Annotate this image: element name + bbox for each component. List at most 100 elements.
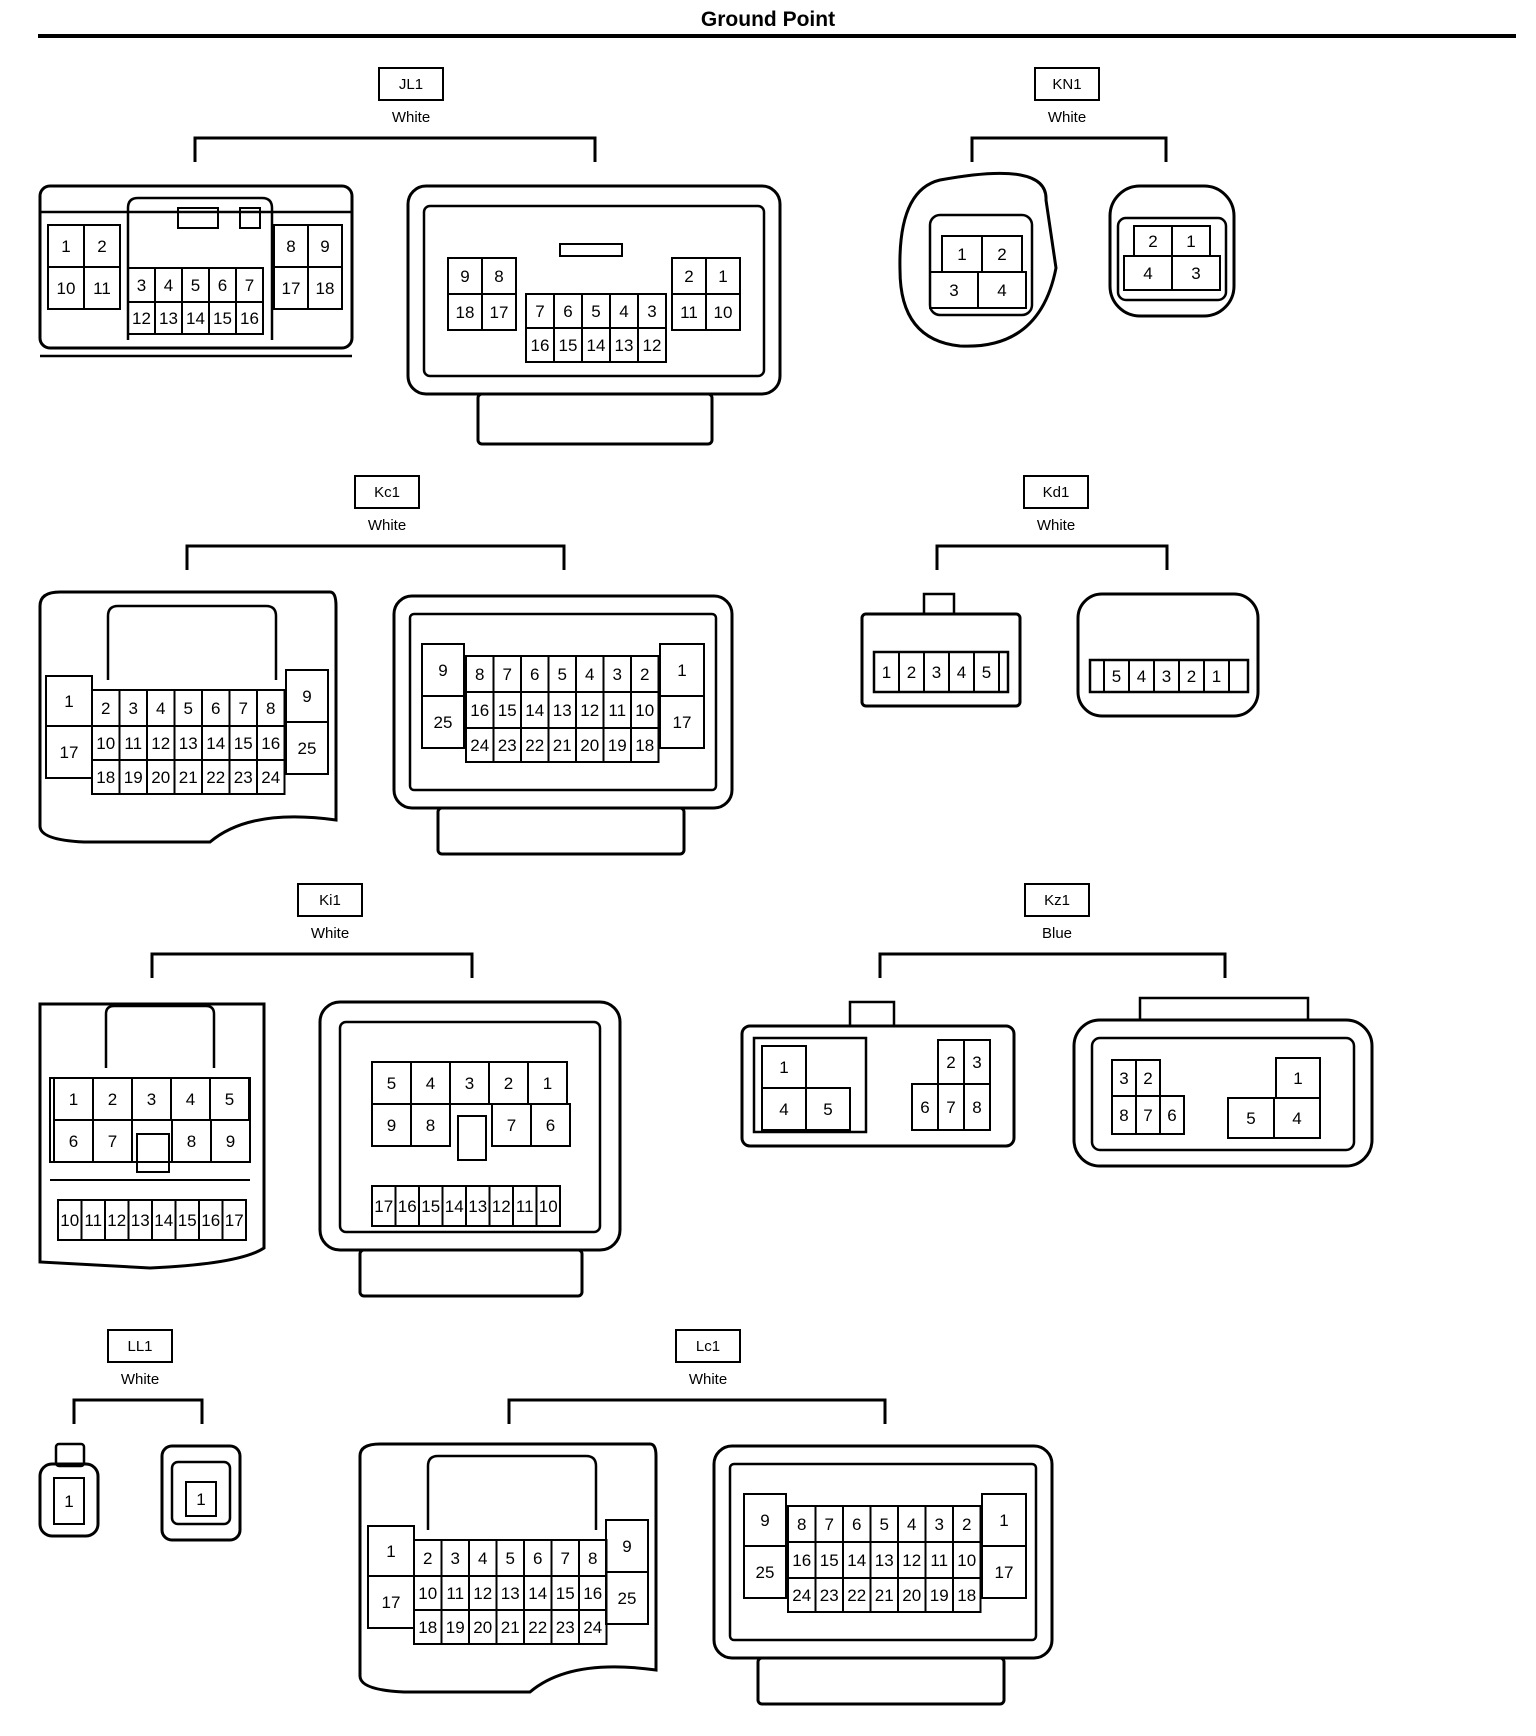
pin-label: 6 (920, 1098, 929, 1117)
pin-label: 12 (492, 1197, 511, 1216)
pin-label: 1 (957, 245, 966, 264)
pin-label: 13 (875, 1551, 894, 1570)
pin-label: 15 (421, 1197, 440, 1216)
pin-label: 19 (608, 736, 627, 755)
pin-cell (659, 695, 705, 749)
pin-label: 11 (124, 734, 142, 753)
pin-cell (285, 721, 329, 775)
pin-label: 13 (159, 309, 178, 328)
pin-label: 10 (418, 1584, 437, 1603)
pin-label: 20 (902, 1586, 921, 1605)
housing-outline (970, 136, 1168, 162)
pin-label: 1 (64, 1492, 73, 1511)
connector-id: Kc1 (374, 484, 400, 501)
pin-label: 3 (451, 1549, 460, 1568)
pin-label: 13 (131, 1211, 150, 1230)
housing-outline (170, 1460, 232, 1526)
housing-outline (756, 1656, 1006, 1706)
pin-label: 4 (585, 665, 594, 684)
connector-color: White (689, 1371, 727, 1388)
pin-cell (481, 293, 517, 331)
pin-label: 16 (792, 1551, 811, 1570)
pin-label: 3 (129, 699, 138, 718)
housing-outline (38, 1462, 100, 1538)
pin-label: 22 (528, 1618, 547, 1637)
pin-cell (630, 727, 660, 763)
housing-outline (422, 204, 766, 378)
connector-id-box (1034, 67, 1100, 101)
connector-id-box (675, 1329, 741, 1363)
housing-outline (358, 1442, 658, 1694)
pin-label: 4 (619, 302, 628, 321)
pin-label: 11 (516, 1197, 534, 1216)
pin-label: 14 (445, 1197, 464, 1216)
pin-label: 14 (587, 336, 606, 355)
pin-cell (1171, 255, 1221, 291)
connector-id: Lc1 (696, 1338, 720, 1355)
pin-label: 15 (178, 1211, 197, 1230)
pin-label: 19 (124, 768, 143, 787)
pin-label: 17 (374, 1197, 393, 1216)
pin-label: 12 (643, 336, 662, 355)
pin-label: 6 (546, 1116, 555, 1135)
housing-outline (559, 243, 623, 257)
pin-label: 7 (245, 276, 254, 295)
pin-label: 2 (907, 663, 916, 682)
pin-cell (952, 1577, 982, 1613)
pin-label: 5 (506, 1549, 515, 1568)
pin-cell (1203, 659, 1230, 693)
pin-label: 4 (957, 663, 966, 682)
pin-cell (530, 1103, 571, 1147)
pin-label: 25 (618, 1589, 637, 1608)
pin-label: 2 (1187, 667, 1196, 686)
housing-outline (898, 171, 1058, 348)
pin-label: 7 (535, 302, 544, 321)
pin-label: 25 (434, 713, 453, 732)
pin-label: 3 (972, 1053, 981, 1072)
housing-outline (476, 392, 714, 446)
pin-cell (743, 1545, 787, 1599)
pin-label: 7 (946, 1098, 955, 1117)
connector-color: White (1037, 517, 1075, 534)
pin-label: 7 (825, 1515, 834, 1534)
housing-outline (928, 213, 1034, 317)
pin-cell (307, 266, 343, 310)
housing-outline (38, 590, 338, 844)
pin-label: 18 (96, 768, 115, 787)
pin-label: 2 (946, 1053, 955, 1072)
pin-label: 24 (583, 1618, 602, 1637)
connector-id-box (354, 475, 420, 509)
pin-label: 15 (556, 1584, 575, 1603)
pin-label: 16 (583, 1584, 602, 1603)
pin-label: 23 (498, 736, 517, 755)
housing-outline (848, 1000, 896, 1028)
pin-label: 5 (880, 1515, 889, 1534)
pin-label: 18 (316, 279, 335, 298)
pin-label: 15 (234, 734, 253, 753)
housing-outline (126, 196, 274, 340)
connector-color: Blue (1042, 925, 1072, 942)
pin-cell (92, 1119, 133, 1163)
pin-label: 11 (608, 701, 626, 720)
pin-label: 2 (640, 665, 649, 684)
pin-label: 9 (438, 661, 447, 680)
pin-label: 8 (494, 267, 503, 286)
pin-label: 3 (932, 663, 941, 682)
pin-label: 17 (60, 743, 79, 762)
pin-label: 17 (995, 1563, 1014, 1582)
pin-label: 16 (240, 309, 259, 328)
housing-outline (72, 1398, 204, 1424)
pin-label: 8 (266, 699, 275, 718)
pin-label: 6 (563, 302, 572, 321)
connector-id: LL1 (127, 1338, 152, 1355)
pin-cell (705, 293, 741, 331)
pin-label: 7 (507, 1116, 516, 1135)
housing-outline (104, 1004, 216, 1068)
pin-label: 1 (386, 1542, 395, 1561)
pin-label: 19 (930, 1586, 949, 1605)
housing-outline (922, 592, 956, 616)
connector-color: White (121, 1371, 159, 1388)
housing-outline (1076, 592, 1260, 718)
